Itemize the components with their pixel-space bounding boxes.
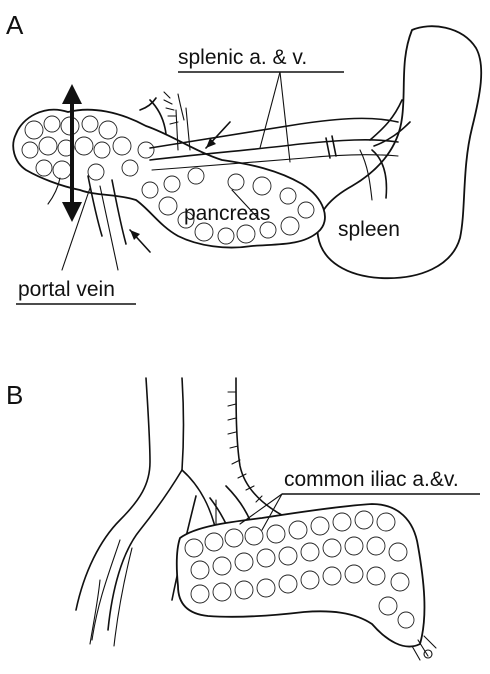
panel-a: A: [6, 10, 481, 304]
vena-cava-trunk: [236, 378, 300, 524]
pancreas-graft-organ: [177, 504, 425, 647]
panel-letter-b: B: [6, 380, 23, 410]
panel-letter-a: A: [6, 10, 24, 40]
panel-b: B: [6, 378, 480, 660]
label-common-iliac: common iliac a.&v.: [284, 468, 459, 491]
label-pancreas: pancreas: [184, 202, 270, 225]
label-splenic-vessels: splenic a. & v.: [178, 46, 307, 69]
label-portal-vein: portal vein: [18, 278, 115, 301]
aorta-trunk: [76, 378, 150, 610]
label-spleen: spleen: [338, 218, 400, 241]
